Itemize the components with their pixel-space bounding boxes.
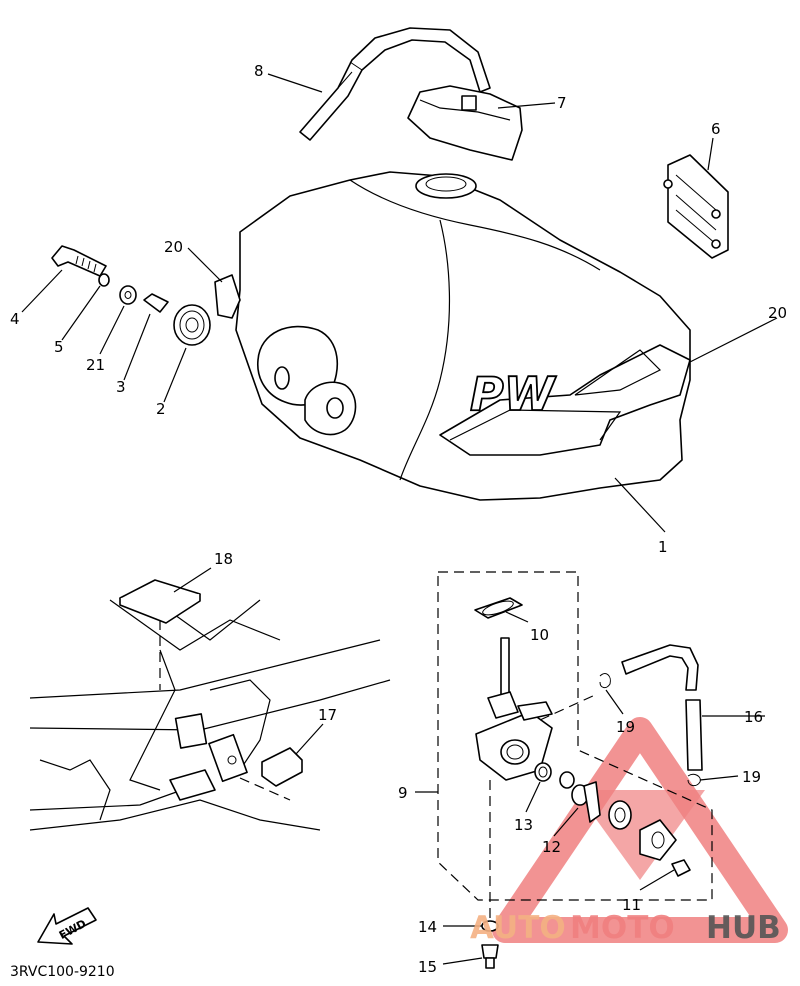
bolt-4: [51, 245, 107, 277]
washer-21: [119, 285, 137, 305]
leader-lines: [21, 73, 778, 965]
svg-text:AUTO: AUTO: [470, 910, 566, 946]
callout-14: 14: [418, 918, 437, 936]
callout-numbers: 1 2 3 4 5 6 7 8 9 10 11 12 13 14 15 16 1…: [10, 62, 787, 976]
fuel-hose-16b: [685, 699, 703, 771]
callout-5: 5: [54, 338, 64, 356]
callout-12: 12: [542, 838, 561, 856]
collar-3: [143, 293, 169, 313]
watermark-text: AUTO MOTO HUB: [470, 910, 781, 946]
callout-7: 7: [557, 94, 567, 112]
grommet-2: [173, 304, 211, 346]
fuel-cock-assembly: [437, 571, 713, 969]
clip-19-a: [599, 673, 611, 689]
callout-1: 1: [658, 538, 668, 556]
callout-20-b: 20: [768, 304, 787, 322]
tank-bracket: [663, 154, 729, 259]
tank-damper-left: [214, 274, 241, 319]
callout-9: 9: [398, 784, 408, 802]
svg-text:HUB: HUB: [706, 910, 781, 946]
callout-15: 15: [418, 958, 437, 976]
callout-17: 17: [318, 706, 337, 724]
callout-21: 21: [86, 356, 105, 374]
callout-20-a: 20: [164, 238, 183, 256]
part-code: 3RVC100-9210: [10, 964, 115, 980]
callout-19-a: 19: [616, 718, 635, 736]
callout-13: 13: [514, 816, 533, 834]
washer-5: [98, 273, 110, 287]
pad-17: [261, 747, 303, 787]
fuel-cap: [407, 85, 523, 161]
callout-2: 2: [156, 400, 166, 418]
fuel-hose-16: [621, 644, 699, 691]
callout-19-b: 19: [742, 768, 761, 786]
callout-8: 8: [254, 62, 264, 80]
callout-6: 6: [711, 120, 721, 138]
callout-18: 18: [214, 550, 233, 568]
callout-16: 16: [744, 708, 763, 726]
callout-4: 4: [10, 310, 20, 328]
fwd-arrow-icon: [37, 907, 97, 945]
clip-19-b: [687, 773, 701, 787]
callout-10: 10: [530, 626, 549, 644]
callout-3: 3: [116, 378, 126, 396]
callout-11: 11: [622, 896, 641, 914]
frame-view: [29, 589, 391, 831]
fuel-tank: [235, 171, 691, 501]
svg-text:MOTO: MOTO: [570, 910, 675, 946]
tank-logo: PW: [470, 367, 557, 421]
